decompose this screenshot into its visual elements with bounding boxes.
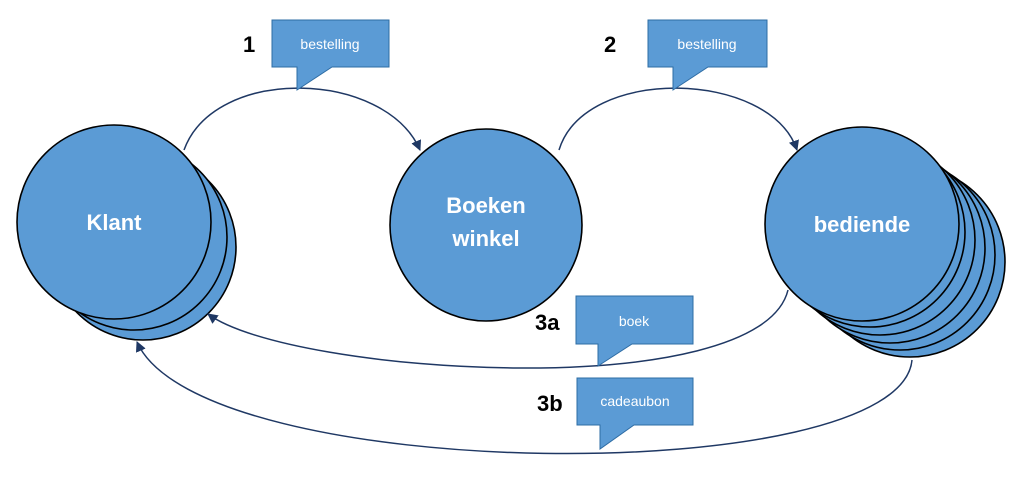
edge-winkel-to-bediende — [558, 87, 799, 151]
step-3a-number: 3a — [535, 310, 560, 335]
step-1-number: 1 — [243, 32, 255, 57]
step-2: 2 bestelling — [604, 19, 768, 91]
node-klant: Klant — [16, 124, 237, 341]
edge-bediende-to-klant-boek — [207, 289, 789, 369]
step-2-message: bestelling — [677, 36, 736, 52]
boekenwinkel-label-line2: winkel — [451, 226, 519, 251]
step-3b: 3b cadeaubon — [537, 377, 694, 450]
boekenwinkel-circle — [389, 128, 583, 322]
boekenwinkel-label-line1: Boeken — [446, 193, 525, 218]
node-bediende: bediende — [764, 126, 1006, 358]
step-3a-message: boek — [619, 313, 650, 329]
bediende-label: bediende — [814, 212, 911, 237]
step-2-callout — [647, 19, 768, 91]
step-1-message: bestelling — [300, 36, 359, 52]
step-3b-number: 3b — [537, 391, 563, 416]
step-1: 1 bestelling — [243, 19, 390, 91]
bediende-circle — [764, 126, 960, 322]
node-boekenwinkel: Boeken winkel — [389, 128, 583, 322]
step-3a-callout — [575, 295, 694, 367]
edge-bediende-to-klant-cadeaubon — [136, 341, 913, 455]
step-3b-callout — [576, 377, 694, 450]
klant-label: Klant — [87, 210, 143, 235]
step-3a: 3a boek — [535, 295, 694, 367]
step-2-number: 2 — [604, 32, 616, 57]
edge-klant-to-winkel — [183, 87, 422, 151]
step-3b-message: cadeaubon — [600, 393, 669, 409]
klant-circle — [16, 124, 212, 320]
step-1-callout — [271, 19, 390, 91]
